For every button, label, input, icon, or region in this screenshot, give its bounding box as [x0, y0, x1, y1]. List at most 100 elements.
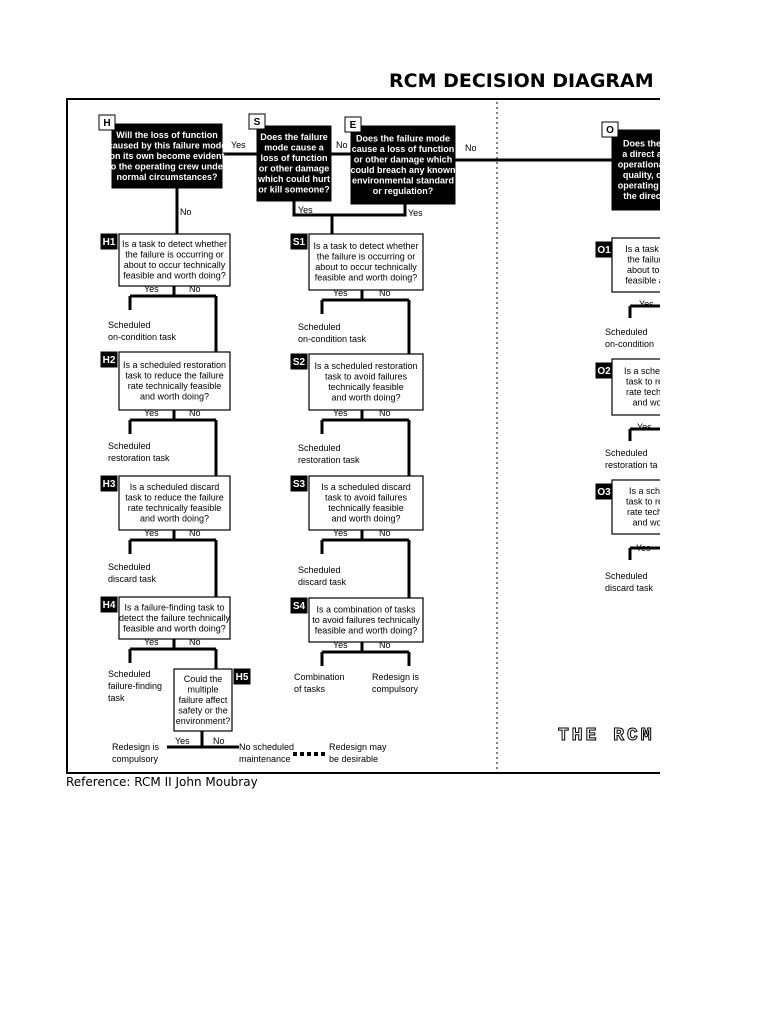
- question-text-o: Does the: [623, 139, 660, 149]
- question-text-h4: feasible and worth doing?: [123, 623, 226, 633]
- label-yes-s: Yes: [298, 205, 313, 215]
- question-text-h2: and worth doing?: [140, 392, 209, 402]
- tag-label-h3: H3: [103, 479, 116, 490]
- question-text-e: Does the failure mode: [356, 134, 450, 144]
- question-text-s: which could hurt: [257, 174, 330, 184]
- outcome-h1: Scheduled: [108, 320, 151, 330]
- tag-h2: [100, 351, 118, 368]
- outcome-s4_no: compulsory: [372, 684, 419, 694]
- question-text-o: operating c: [618, 181, 660, 191]
- label-yes-h3: Yes: [144, 528, 159, 538]
- page-title: RCM DECISION DIAGRAM: [389, 70, 654, 92]
- label-no-s-e: No: [336, 140, 348, 150]
- outcome-o3: Scheduled: [605, 571, 648, 581]
- outcome-h5_yes: Redesign is: [112, 742, 160, 752]
- tag-o3: [595, 483, 613, 500]
- question-text-o: quality, c: [623, 170, 660, 180]
- question-text-o3: and wo: [632, 518, 660, 528]
- tag-label-s4: S4: [293, 601, 306, 612]
- question-text-o1: feasible an: [625, 276, 660, 286]
- question-text-e: or regulation?: [373, 186, 434, 196]
- tag-e: [344, 116, 362, 133]
- tag-label-h1: H1: [103, 237, 116, 248]
- label-no-h5: No: [213, 736, 225, 746]
- question-text-h5: Could the: [184, 674, 223, 684]
- label-no-h4: No: [189, 637, 201, 647]
- outcome-s1: Scheduled: [298, 322, 341, 332]
- outcome-o3: discard task: [605, 583, 654, 593]
- watermark-text: THE RCM: [558, 726, 655, 746]
- outcome-h5_no: maintenance: [239, 754, 291, 764]
- tag-label-s3: S3: [293, 479, 306, 490]
- question-box-s3: [308, 475, 424, 531]
- question-text-s: Does the failure: [260, 132, 328, 142]
- question-text-h5: environment?: [176, 716, 231, 726]
- outcome-h2: restoration task: [108, 453, 170, 463]
- question-text-h: normal circumstances?: [116, 172, 217, 182]
- question-text-o1: Is a task to: [625, 244, 660, 254]
- question-box-h4: [118, 596, 231, 640]
- label-yes-h1: Yes: [144, 284, 159, 294]
- question-box-o: [611, 129, 660, 211]
- outcome-h5_no: No scheduled: [239, 742, 294, 752]
- tag-label-h5: H5: [236, 672, 249, 683]
- outcome-s4_no: Redesign is: [372, 672, 420, 682]
- question-text-e: could breach any known: [350, 165, 455, 175]
- tag-h: [98, 114, 116, 131]
- tag-s: [248, 113, 266, 130]
- question-text-h3: rate technically feasible: [128, 503, 222, 513]
- question-text-s: or kill someone?: [258, 185, 330, 195]
- question-text-h4: Is a failure-finding task to: [124, 602, 224, 612]
- outcome-s3: Scheduled: [298, 565, 341, 575]
- outcome-h3: discard task: [108, 574, 157, 584]
- question-text-o: the direc: [623, 191, 660, 201]
- label-no-s2: No: [379, 408, 391, 418]
- tag-label-e: E: [350, 120, 357, 131]
- tag-o1: [595, 241, 613, 258]
- question-text-e: environmental standard: [352, 176, 454, 186]
- question-text-h3: and worth doing?: [140, 514, 209, 524]
- question-box-h2: [118, 351, 231, 411]
- question-text-s3: technically feasible: [328, 503, 404, 513]
- outcome-s3: discard task: [298, 577, 347, 587]
- outcome-s4_yes: Combination: [294, 672, 345, 682]
- tag-label-h4: H4: [103, 600, 116, 611]
- question-text-o3: rate techn: [627, 507, 660, 517]
- question-text-s2: technically feasible: [328, 382, 404, 392]
- question-box-h: [111, 123, 223, 189]
- label-yes-s1: Yes: [333, 288, 348, 298]
- tag-h4: [100, 596, 118, 613]
- label-no-h2: No: [189, 408, 201, 418]
- question-text-o1: about to o: [627, 265, 660, 275]
- question-text-o3: Is a sche: [629, 486, 660, 496]
- question-text-o2: and wo: [632, 398, 660, 408]
- outcome-s2: Scheduled: [298, 443, 341, 453]
- question-text-o3: task to red: [626, 497, 660, 507]
- question-box-h5: [173, 668, 233, 732]
- tag-label-o1: O1: [597, 245, 611, 256]
- label-no-e-o: No: [465, 143, 477, 153]
- question-text-s3: and worth doing?: [331, 514, 400, 524]
- question-text-h2: rate technically feasible: [128, 381, 222, 391]
- label-no-s4: No: [379, 640, 391, 650]
- tag-h3: [100, 475, 118, 492]
- question-text-s: or other damage: [259, 164, 330, 174]
- tag-s1: [290, 233, 308, 250]
- question-box-e: [350, 125, 456, 205]
- question-text-o2: Is a schedu: [624, 366, 660, 376]
- outcome-o2: restoration ta: [605, 460, 658, 470]
- label-no-h3: No: [189, 528, 201, 538]
- outcome-o1: Scheduled: [605, 327, 648, 337]
- question-text-o1: the failure: [627, 255, 660, 265]
- label-yes-h4: Yes: [144, 637, 159, 647]
- question-text-h2: Is a scheduled restoration: [123, 360, 226, 370]
- label-yes-o2: Yes: [637, 422, 652, 432]
- label-yes-s4: Yes: [333, 640, 348, 650]
- question-text-h4: detect the failure technically: [119, 613, 231, 623]
- question-box-o3: [611, 479, 660, 535]
- label-yes-o3: Yes: [636, 543, 651, 553]
- tag-s3: [290, 475, 308, 492]
- question-box-s: [256, 125, 332, 202]
- question-text-h3: task to reduce the failure: [125, 493, 224, 503]
